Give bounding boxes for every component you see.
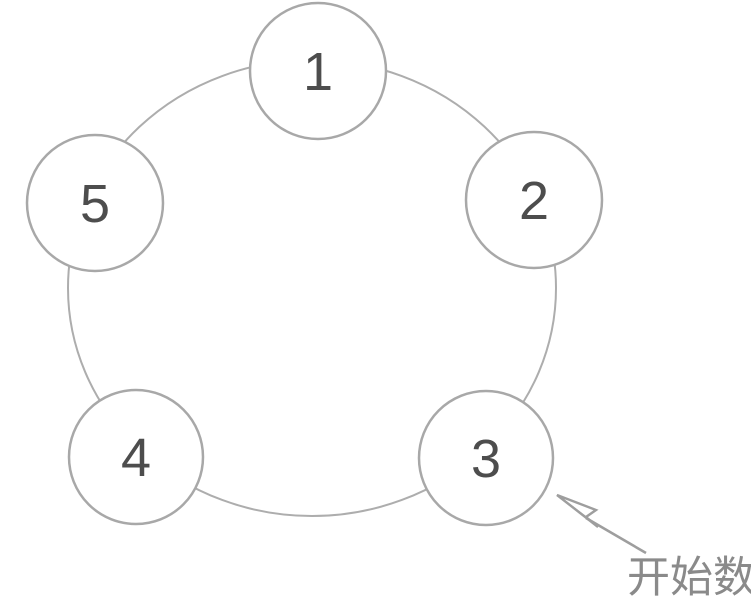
node-circle-4 xyxy=(67,388,205,526)
node-label-2: 2 xyxy=(519,171,549,231)
node-label-3: 3 xyxy=(471,429,501,489)
node-circle-1 xyxy=(248,1,388,141)
node-2: 2 xyxy=(464,130,604,270)
node-label-1: 1 xyxy=(303,42,333,102)
node-5: 5 xyxy=(25,133,165,273)
start-annotation-label: 开始数 xyxy=(627,554,751,602)
node-circle-5 xyxy=(25,133,165,273)
start-arrow-icon xyxy=(556,493,647,555)
node-label-4: 4 xyxy=(121,428,151,488)
arrow-head-crease xyxy=(556,494,587,518)
node-circle-2 xyxy=(464,130,604,270)
node-1: 1 xyxy=(248,1,388,141)
node-4: 4 xyxy=(67,388,205,526)
node-3: 3 xyxy=(417,389,555,527)
node-circle-3 xyxy=(417,389,555,527)
node-label-5: 5 xyxy=(80,174,110,234)
